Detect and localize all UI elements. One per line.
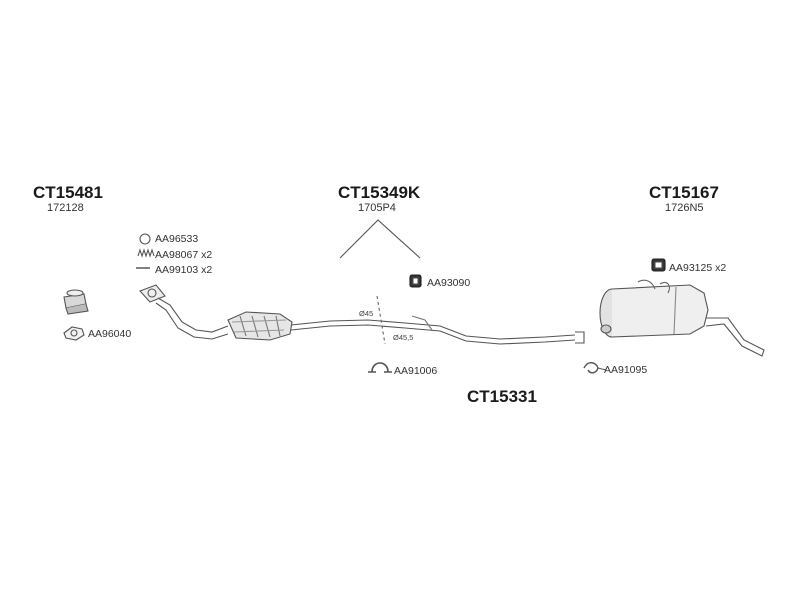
mount-shape: [409, 274, 422, 288]
front-pipe: [139, 284, 229, 340]
group-code-right: CT15167: [649, 183, 719, 202]
gasket-shape: [63, 326, 85, 341]
rubber-block-shape: [63, 289, 89, 315]
part-clamp: AA91006: [394, 365, 438, 377]
center-leader-lines: [339, 219, 421, 259]
part-mount-right: AA93125 x2: [669, 262, 727, 274]
group-code-center: CT15349K: [338, 183, 421, 202]
part-mount-top: AA93090: [427, 277, 471, 289]
middle-pipe: [290, 315, 585, 345]
part-bolt: AA99103 x2: [155, 264, 213, 276]
group-code-left: CT15481: [33, 183, 103, 202]
dimension-label-2: Ø45,5: [393, 333, 414, 342]
spring-shape: [137, 248, 155, 258]
ring-shape: [139, 233, 151, 245]
part-gasket: AA96040: [88, 328, 132, 340]
group-ref-left: 172128: [47, 202, 84, 214]
rear-silencer: [599, 279, 765, 357]
group-code-bottom: CT15331: [467, 387, 537, 406]
group-ref-center: 1705P4: [358, 202, 396, 214]
part-ring: AA96533: [155, 233, 199, 245]
part-spring: AA98067 x2: [155, 249, 213, 261]
dimension-marker: [376, 295, 386, 345]
hanger-shape: [583, 362, 607, 374]
clamp-shape: [368, 362, 392, 373]
dimension-label-1: Ø45: [359, 309, 374, 318]
group-ref-right: 1726N5: [665, 202, 704, 214]
part-hanger: AA91095: [604, 364, 648, 376]
mount-right-shape: [651, 258, 666, 272]
catalytic-converter: [227, 311, 293, 341]
